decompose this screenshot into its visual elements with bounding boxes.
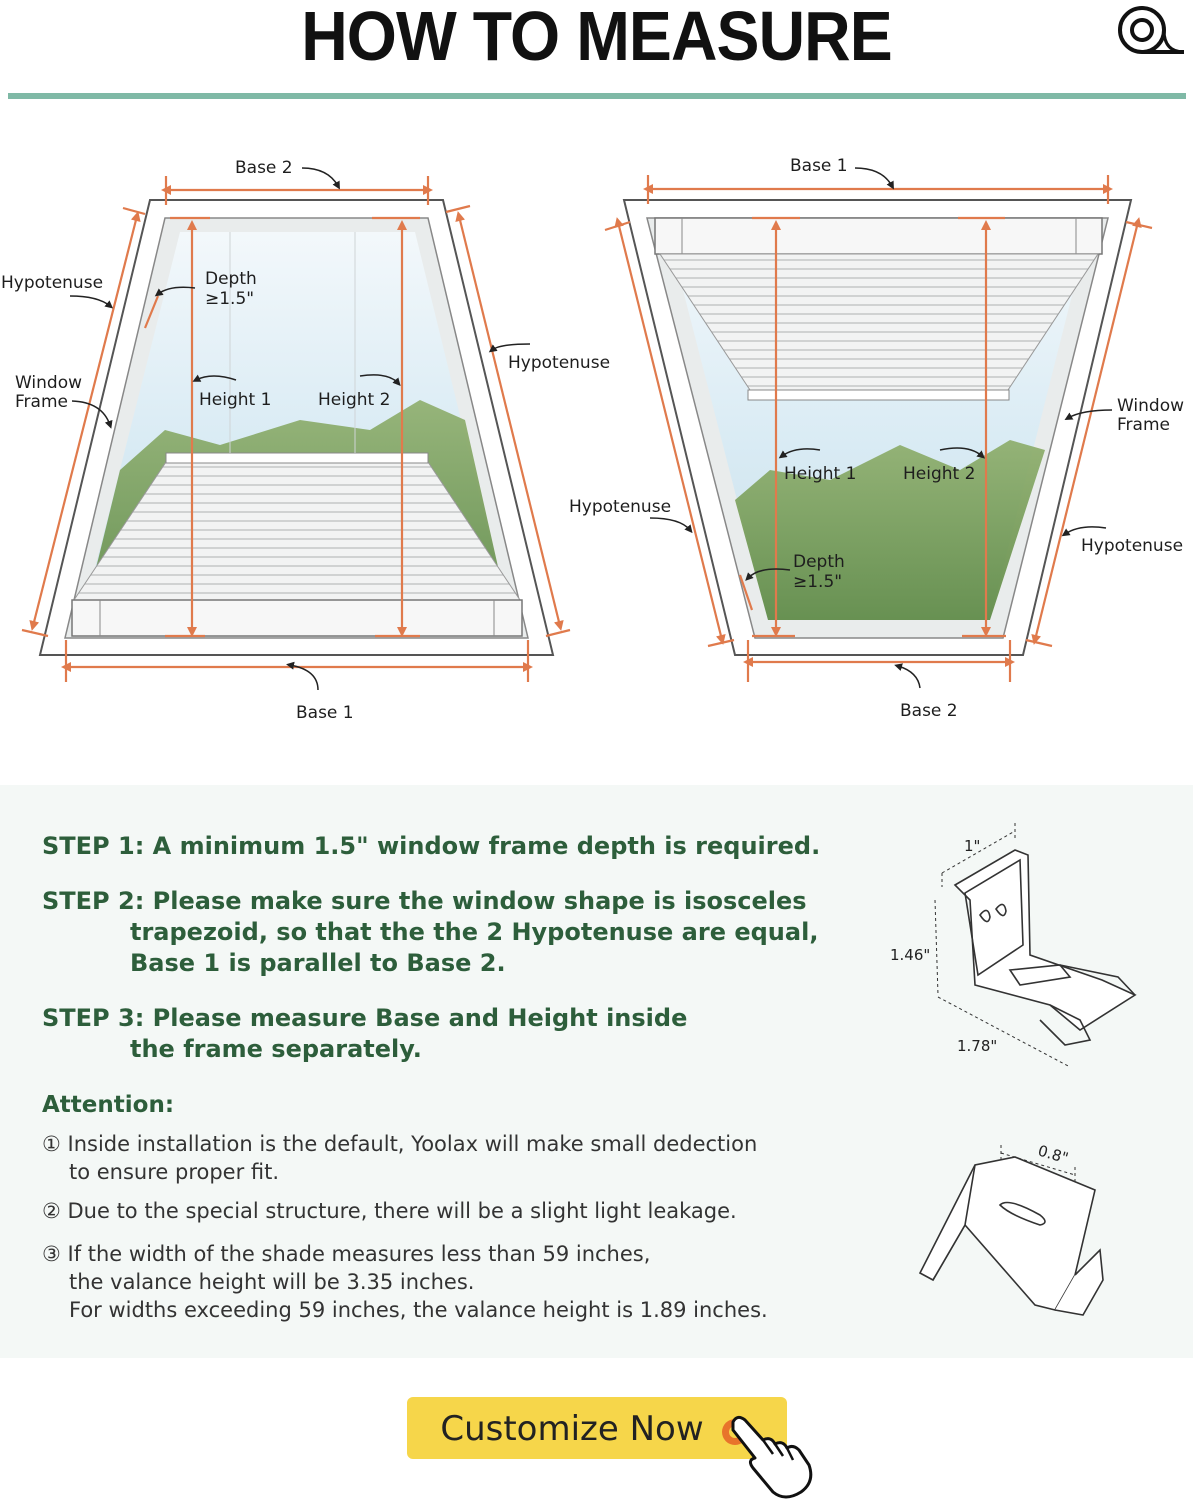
- attention-item-3-line-3: For widths exceeding 59 inches, the vala…: [69, 1298, 768, 1322]
- customize-now-label: Customize Now: [440, 1409, 704, 1449]
- pointing-hand-icon: [722, 1415, 813, 1499]
- right-hypotenuse-left-label: Hypotenuse: [569, 497, 671, 517]
- attention-item-2-line-1: ② Due to the special structure, there wi…: [42, 1199, 737, 1223]
- right-height-2-label: Height 2: [903, 464, 975, 484]
- bracket-depth-dim: 1.78": [957, 1037, 997, 1055]
- left-hypotenuse-right-label: Hypotenuse: [508, 353, 610, 373]
- left-window-frame-label-1: Window: [15, 373, 82, 393]
- step-2-line-1: STEP 2: Please make sure the window shap…: [42, 887, 807, 915]
- step-1: STEP 1: A minimum 1.5" window frame dept…: [42, 831, 820, 862]
- left-hypotenuse-left-label: Hypotenuse: [1, 273, 103, 293]
- measure-diagrams: Base 2 Base 1 Hypotenuse Hypotenuse Wind…: [1, 156, 1184, 723]
- left-height-2-label: Height 2: [318, 390, 390, 410]
- right-depth-label-1: Depth: [793, 552, 845, 572]
- step-3: STEP 3: Please measure Base and Height i…: [42, 1003, 687, 1065]
- right-window: Base 1 Base 2 Hypotenuse Hypotenuse Wind…: [569, 156, 1184, 721]
- left-window: Base 2 Base 1 Hypotenuse Hypotenuse Wind…: [1, 158, 610, 723]
- left-depth-label-1: Depth: [205, 269, 257, 289]
- attention-item-2: ② Due to the special structure, there wi…: [42, 1197, 737, 1225]
- attention-item-1-line-2: to ensure proper fit.: [69, 1160, 280, 1184]
- step-2: STEP 2: Please make sure the window shap…: [42, 886, 818, 979]
- bracket-height-dim: 1.46": [890, 946, 930, 964]
- attention-item-1: ① Inside installation is the default, Yo…: [42, 1130, 757, 1186]
- step-3-line-2: the frame separately.: [130, 1035, 422, 1063]
- right-base-bottom-label: Base 2: [900, 701, 958, 721]
- right-hypotenuse-right-label: Hypotenuse: [1081, 536, 1183, 556]
- left-base-bottom-label: Base 1: [296, 703, 354, 723]
- measuring-tape-icon: [1118, 6, 1185, 54]
- attention-heading: Attention:: [42, 1092, 175, 1118]
- right-window-frame-label-1: Window: [1117, 396, 1184, 416]
- step-2-line-3: Base 1 is parallel to Base 2.: [130, 949, 506, 977]
- attention-item-3-line-2: the valance height will be 3.35 inches.: [69, 1270, 475, 1294]
- page-title: HOW TO MEASURE: [301, 0, 893, 75]
- left-base-top-label: Base 2: [235, 158, 293, 178]
- left-height-1-label: Height 1: [199, 390, 271, 410]
- bracket-width-dim: 1": [964, 837, 980, 855]
- left-window-frame-label-2: Frame: [15, 392, 68, 412]
- right-height-1-label: Height 1: [784, 464, 856, 484]
- header-divider: [8, 93, 1186, 99]
- right-window-frame-label-2: Frame: [1117, 415, 1170, 435]
- step-2-line-2: trapezoid, so that the the 2 Hypotenuse …: [130, 918, 819, 946]
- right-base-top-label: Base 1: [790, 156, 848, 176]
- attention-item-1-line-1: ① Inside installation is the default, Yo…: [42, 1132, 758, 1156]
- attention-item-3: ③ If the width of the shade measures les…: [42, 1240, 768, 1324]
- mounting-bracket-bottom: 0.8": [918, 1142, 1104, 1316]
- mounting-bracket-top: 1" 1.46" 1.78": [890, 823, 1137, 1068]
- attention-item-3-line-1: ③ If the width of the shade measures les…: [42, 1242, 651, 1266]
- step-1-line-1: STEP 1: A minimum 1.5" window frame dept…: [42, 832, 821, 860]
- left-depth-label-2: ≥1.5": [205, 289, 254, 309]
- bracket-small-width-dim: 0.8": [1036, 1142, 1071, 1168]
- right-depth-label-2: ≥1.5": [793, 572, 842, 592]
- step-3-line-1: STEP 3: Please measure Base and Height i…: [42, 1004, 688, 1032]
